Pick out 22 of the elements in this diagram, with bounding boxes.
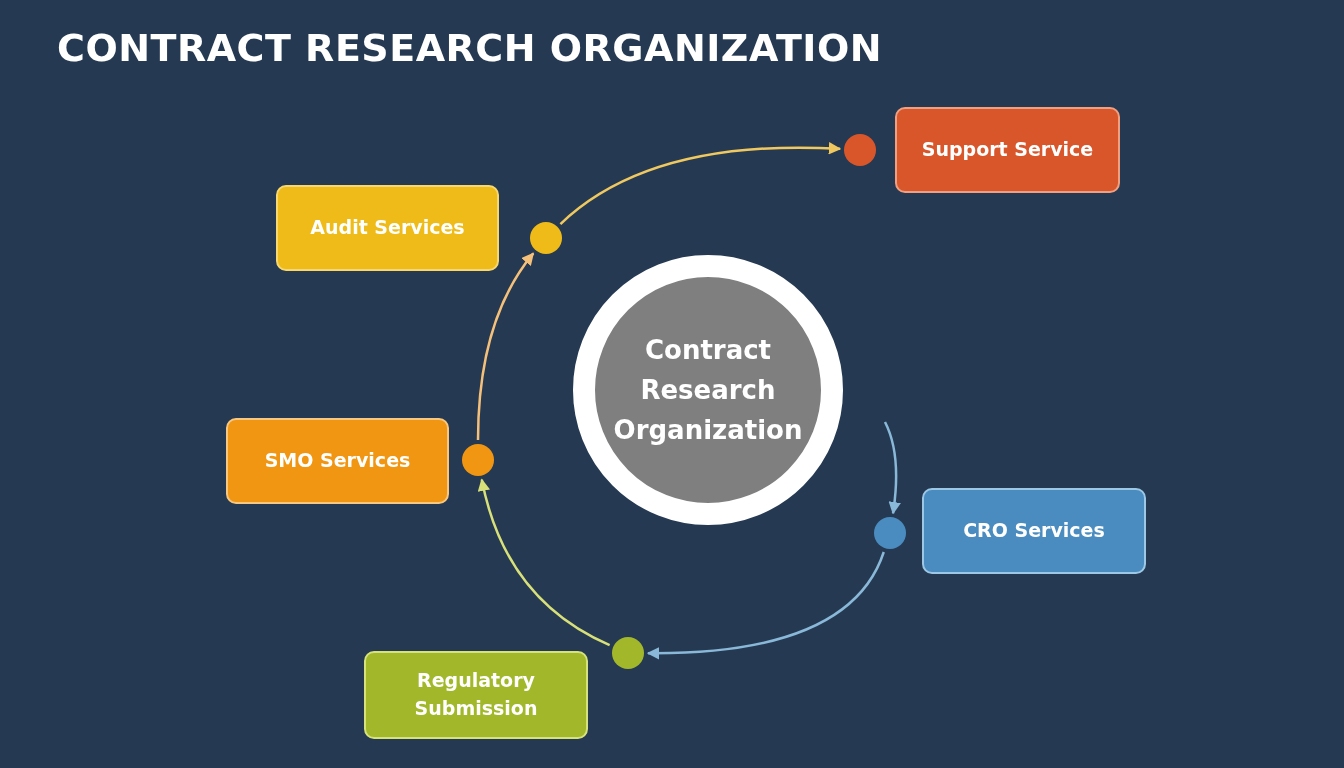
- curved-arrow: [883, 421, 901, 515]
- marker-dot: [844, 134, 876, 166]
- service-box: [364, 651, 588, 739]
- service-box: [895, 107, 1120, 193]
- service-box: [226, 418, 449, 504]
- curved-arrow: [646, 551, 885, 660]
- node-label: SMO Services: [264, 448, 411, 474]
- curved-arrow: [559, 142, 842, 226]
- service-box: [276, 185, 499, 271]
- marker-dot: [462, 444, 494, 476]
- marker-dot: [874, 517, 906, 549]
- marker-dot: [530, 222, 562, 254]
- node-label: Support Service: [921, 137, 1094, 163]
- diagram-title: CONTRACT RESEARCH ORGANIZATION: [57, 26, 883, 70]
- curved-arrow: [478, 478, 611, 647]
- node-label: Regulatory Submission: [413, 668, 539, 721]
- node-label: Audit Services: [310, 215, 465, 241]
- service-box: [922, 488, 1146, 574]
- node-label: CRO Services: [963, 518, 1105, 544]
- node-label: Contract Research Organization: [612, 333, 804, 448]
- curved-arrow: [476, 252, 535, 441]
- marker-dot: [612, 637, 644, 669]
